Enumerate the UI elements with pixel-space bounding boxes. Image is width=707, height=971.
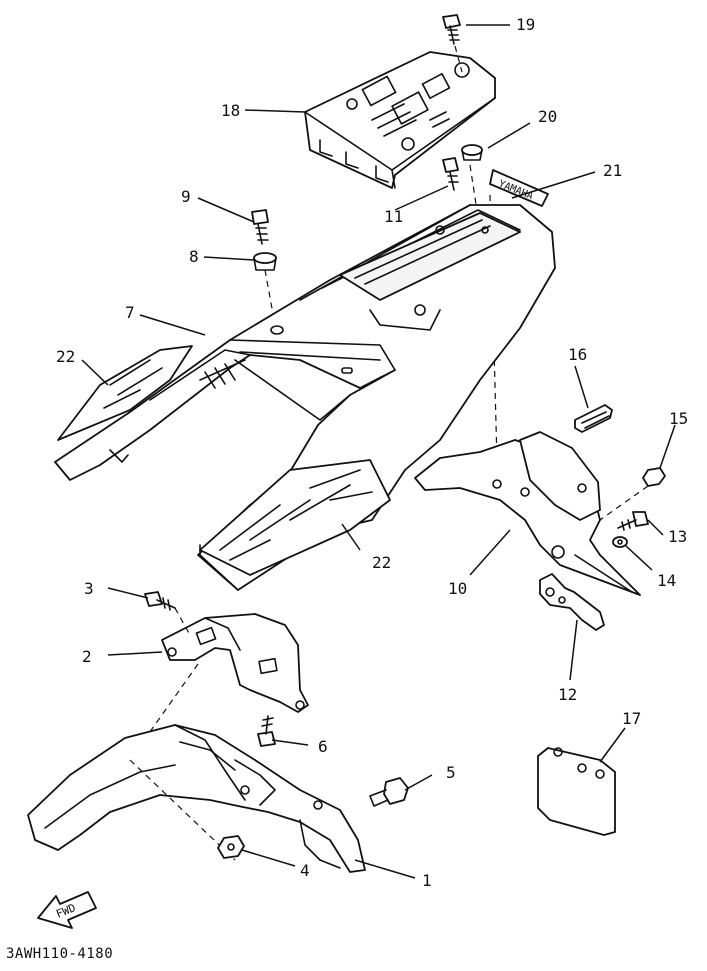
callout-8: 8	[189, 247, 199, 266]
callout-18: 18	[221, 101, 240, 120]
decal-21: YAMAHA	[489, 169, 549, 207]
callout-16: 16	[568, 345, 587, 364]
bolt-13	[617, 511, 649, 531]
callout-21: 21	[603, 161, 622, 180]
callout-22-bottom: 22	[372, 553, 391, 572]
decal-22-left	[57, 345, 193, 441]
callout-labels: 19 18 20 21 11 9 8 7 22 22 16 15 13 14 1…	[56, 15, 688, 890]
grommet-8	[253, 252, 277, 271]
callout-15: 15	[669, 409, 688, 428]
bolt-3	[144, 591, 191, 636]
reflector-16	[574, 404, 613, 433]
callout-9: 9	[181, 187, 191, 206]
callout-12: 12	[558, 685, 577, 704]
fwd-arrow-icon: FWD	[37, 891, 97, 929]
collar-20	[461, 144, 483, 161]
collar-14	[612, 536, 628, 548]
callout-17: 17	[622, 709, 641, 728]
callout-7: 7	[125, 303, 135, 322]
callout-10: 10	[448, 579, 467, 598]
bolt-11	[442, 157, 459, 191]
leader-lines	[81, 24, 676, 879]
bolt-19	[442, 14, 463, 73]
callout-6: 6	[318, 737, 328, 756]
callout-20: 20	[538, 107, 557, 126]
grommet-5	[369, 777, 409, 807]
bolt-9	[251, 209, 269, 245]
callout-13: 13	[668, 527, 687, 546]
callout-2: 2	[82, 647, 92, 666]
bracket-2	[129, 613, 309, 761]
callout-4: 4	[300, 861, 310, 880]
callout-22-left: 22	[56, 347, 75, 366]
callout-1: 1	[422, 871, 432, 890]
plate-bracket-10	[414, 431, 641, 596]
callout-14: 14	[657, 571, 676, 590]
diagram-code: 3AWH110-4180	[6, 946, 113, 962]
front-fender-1	[27, 724, 366, 873]
callout-5: 5	[446, 763, 456, 782]
decal-22-bottom	[199, 459, 391, 576]
callout-11: 11	[384, 207, 403, 226]
callout-19: 19	[516, 15, 535, 34]
rear-fender-7	[54, 204, 556, 591]
carrier-rack	[304, 51, 496, 189]
nut-4	[217, 835, 245, 859]
bolt-6	[257, 715, 276, 747]
plate-17	[537, 747, 616, 836]
callout-3: 3	[84, 579, 94, 598]
bracket-12	[539, 573, 605, 631]
